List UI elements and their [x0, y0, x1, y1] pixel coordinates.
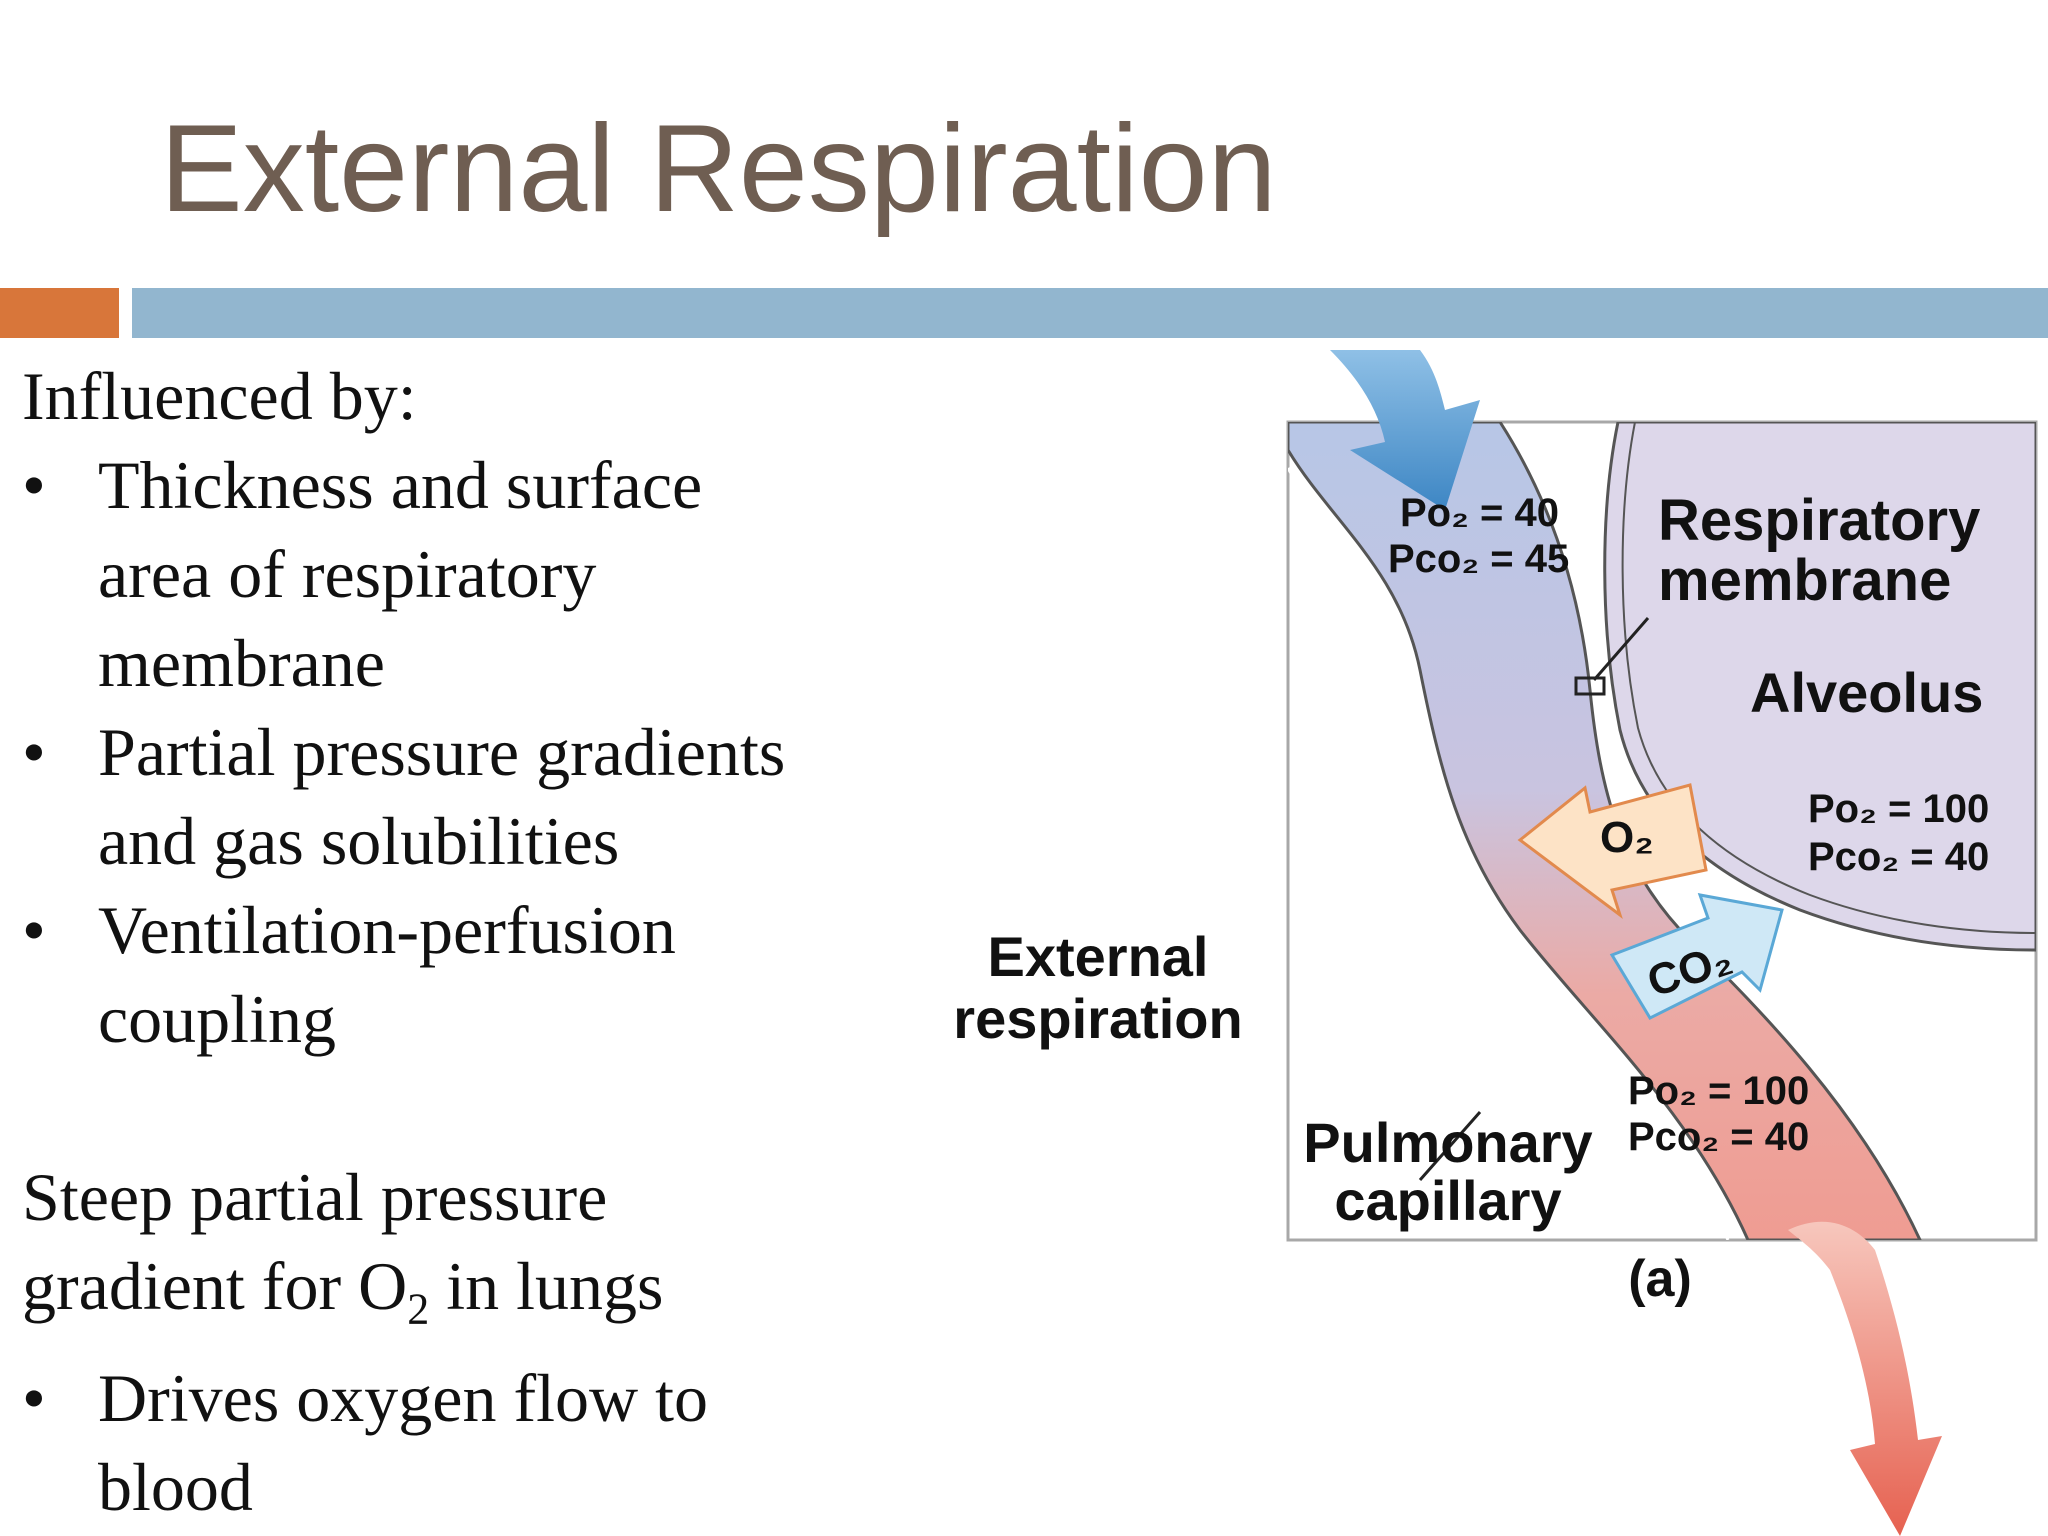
bullet-item: • Thickness and surface area of respirat…	[22, 441, 922, 708]
bullet-item: • Ventilation-perfusion coupling	[22, 886, 922, 1064]
heading-steep-post: in lungs	[429, 1248, 664, 1324]
membrane-label-2: membrane	[1658, 548, 1951, 613]
bullet-line: Ventilation-perfusion	[98, 892, 676, 968]
capillary-label-2: capillary	[1334, 1169, 1561, 1232]
bullet-line: and gas solubilities	[98, 803, 620, 879]
bullet-line: blood	[98, 1448, 253, 1525]
top-pco2-label: Pco₂ = 45	[1388, 537, 1569, 581]
alveolus-label: Alveolus	[1750, 661, 1983, 724]
bullet-item: • Drives oxygen flow to blood	[22, 1354, 922, 1532]
external-respiration-label-1: External	[988, 925, 1209, 988]
bullet-dot: •	[22, 1359, 46, 1436]
bullet-line: Thickness and surface	[98, 447, 703, 523]
o2-arrow-label: O₂	[1600, 813, 1654, 862]
o2-diffusion-arrow	[1517, 783, 1708, 920]
membrane-marker	[1574, 676, 1606, 696]
heading-steep-2: gradient for O2 in lungs	[22, 1242, 922, 1354]
diagram-svg: Po₂ = 40 Pco₂ = 45 Respiratory membrane …	[953, 350, 2038, 1536]
membrane-pointer-line	[1592, 617, 1650, 681]
respiration-diagram: Po₂ = 40 Pco₂ = 45 Respiratory membrane …	[900, 350, 2048, 1536]
alveolus-po2-label: Po₂ = 100	[1808, 787, 1989, 831]
bullet-item: • Partial pressure gradients and gas sol…	[22, 708, 922, 886]
capillary-po2-label: Po₂ = 100	[1628, 1069, 1809, 1113]
heading-steep-sub: 2	[407, 1284, 430, 1334]
top-po2-label: Po₂ = 40	[1400, 491, 1559, 535]
bullet-dot: •	[22, 892, 46, 968]
bullet-line: membrane	[98, 625, 385, 701]
capillary-pointer-line	[1418, 1111, 1482, 1181]
bullet-line: area of respiratory	[98, 536, 597, 612]
heading-steep-1: Steep partial pressure	[22, 1159, 608, 1235]
blood-inflow-arrow	[1330, 350, 1480, 510]
membrane-label-1: Respiratory	[1658, 488, 1980, 553]
accent-bar-blue	[132, 288, 2048, 338]
bullet-line: coupling	[98, 981, 336, 1057]
external-respiration-label-2: respiration	[953, 987, 1242, 1050]
bullet-dot: •	[22, 714, 46, 790]
blood-outflow-arrow	[1788, 1221, 1942, 1536]
capillary-pco2-label: Pco₂ = 40	[1628, 1115, 1809, 1159]
bullet-line: Partial pressure gradients	[98, 714, 786, 790]
slide-title: External Respiration	[160, 100, 1277, 238]
heading-steep-pre: gradient for O	[22, 1248, 408, 1324]
capillary-inner-wall	[1288, 467, 1730, 1240]
co2-diffusion-arrow	[1609, 893, 1784, 1020]
accent-bar-orange	[0, 288, 119, 338]
capillary-label-1: Pulmonary	[1303, 1111, 1592, 1174]
bullet-line: Drives oxygen flow to	[98, 1359, 709, 1436]
spacer	[22, 1064, 922, 1153]
bullet-dot: •	[22, 447, 46, 523]
alveolus-pco2-label: Pco₂ = 40	[1808, 835, 1989, 879]
panel-label: (a)	[1628, 1250, 1692, 1308]
heading-influenced: Influenced by:	[22, 358, 417, 434]
slide-body: Influenced by: • Thickness and surface a…	[22, 352, 922, 1532]
